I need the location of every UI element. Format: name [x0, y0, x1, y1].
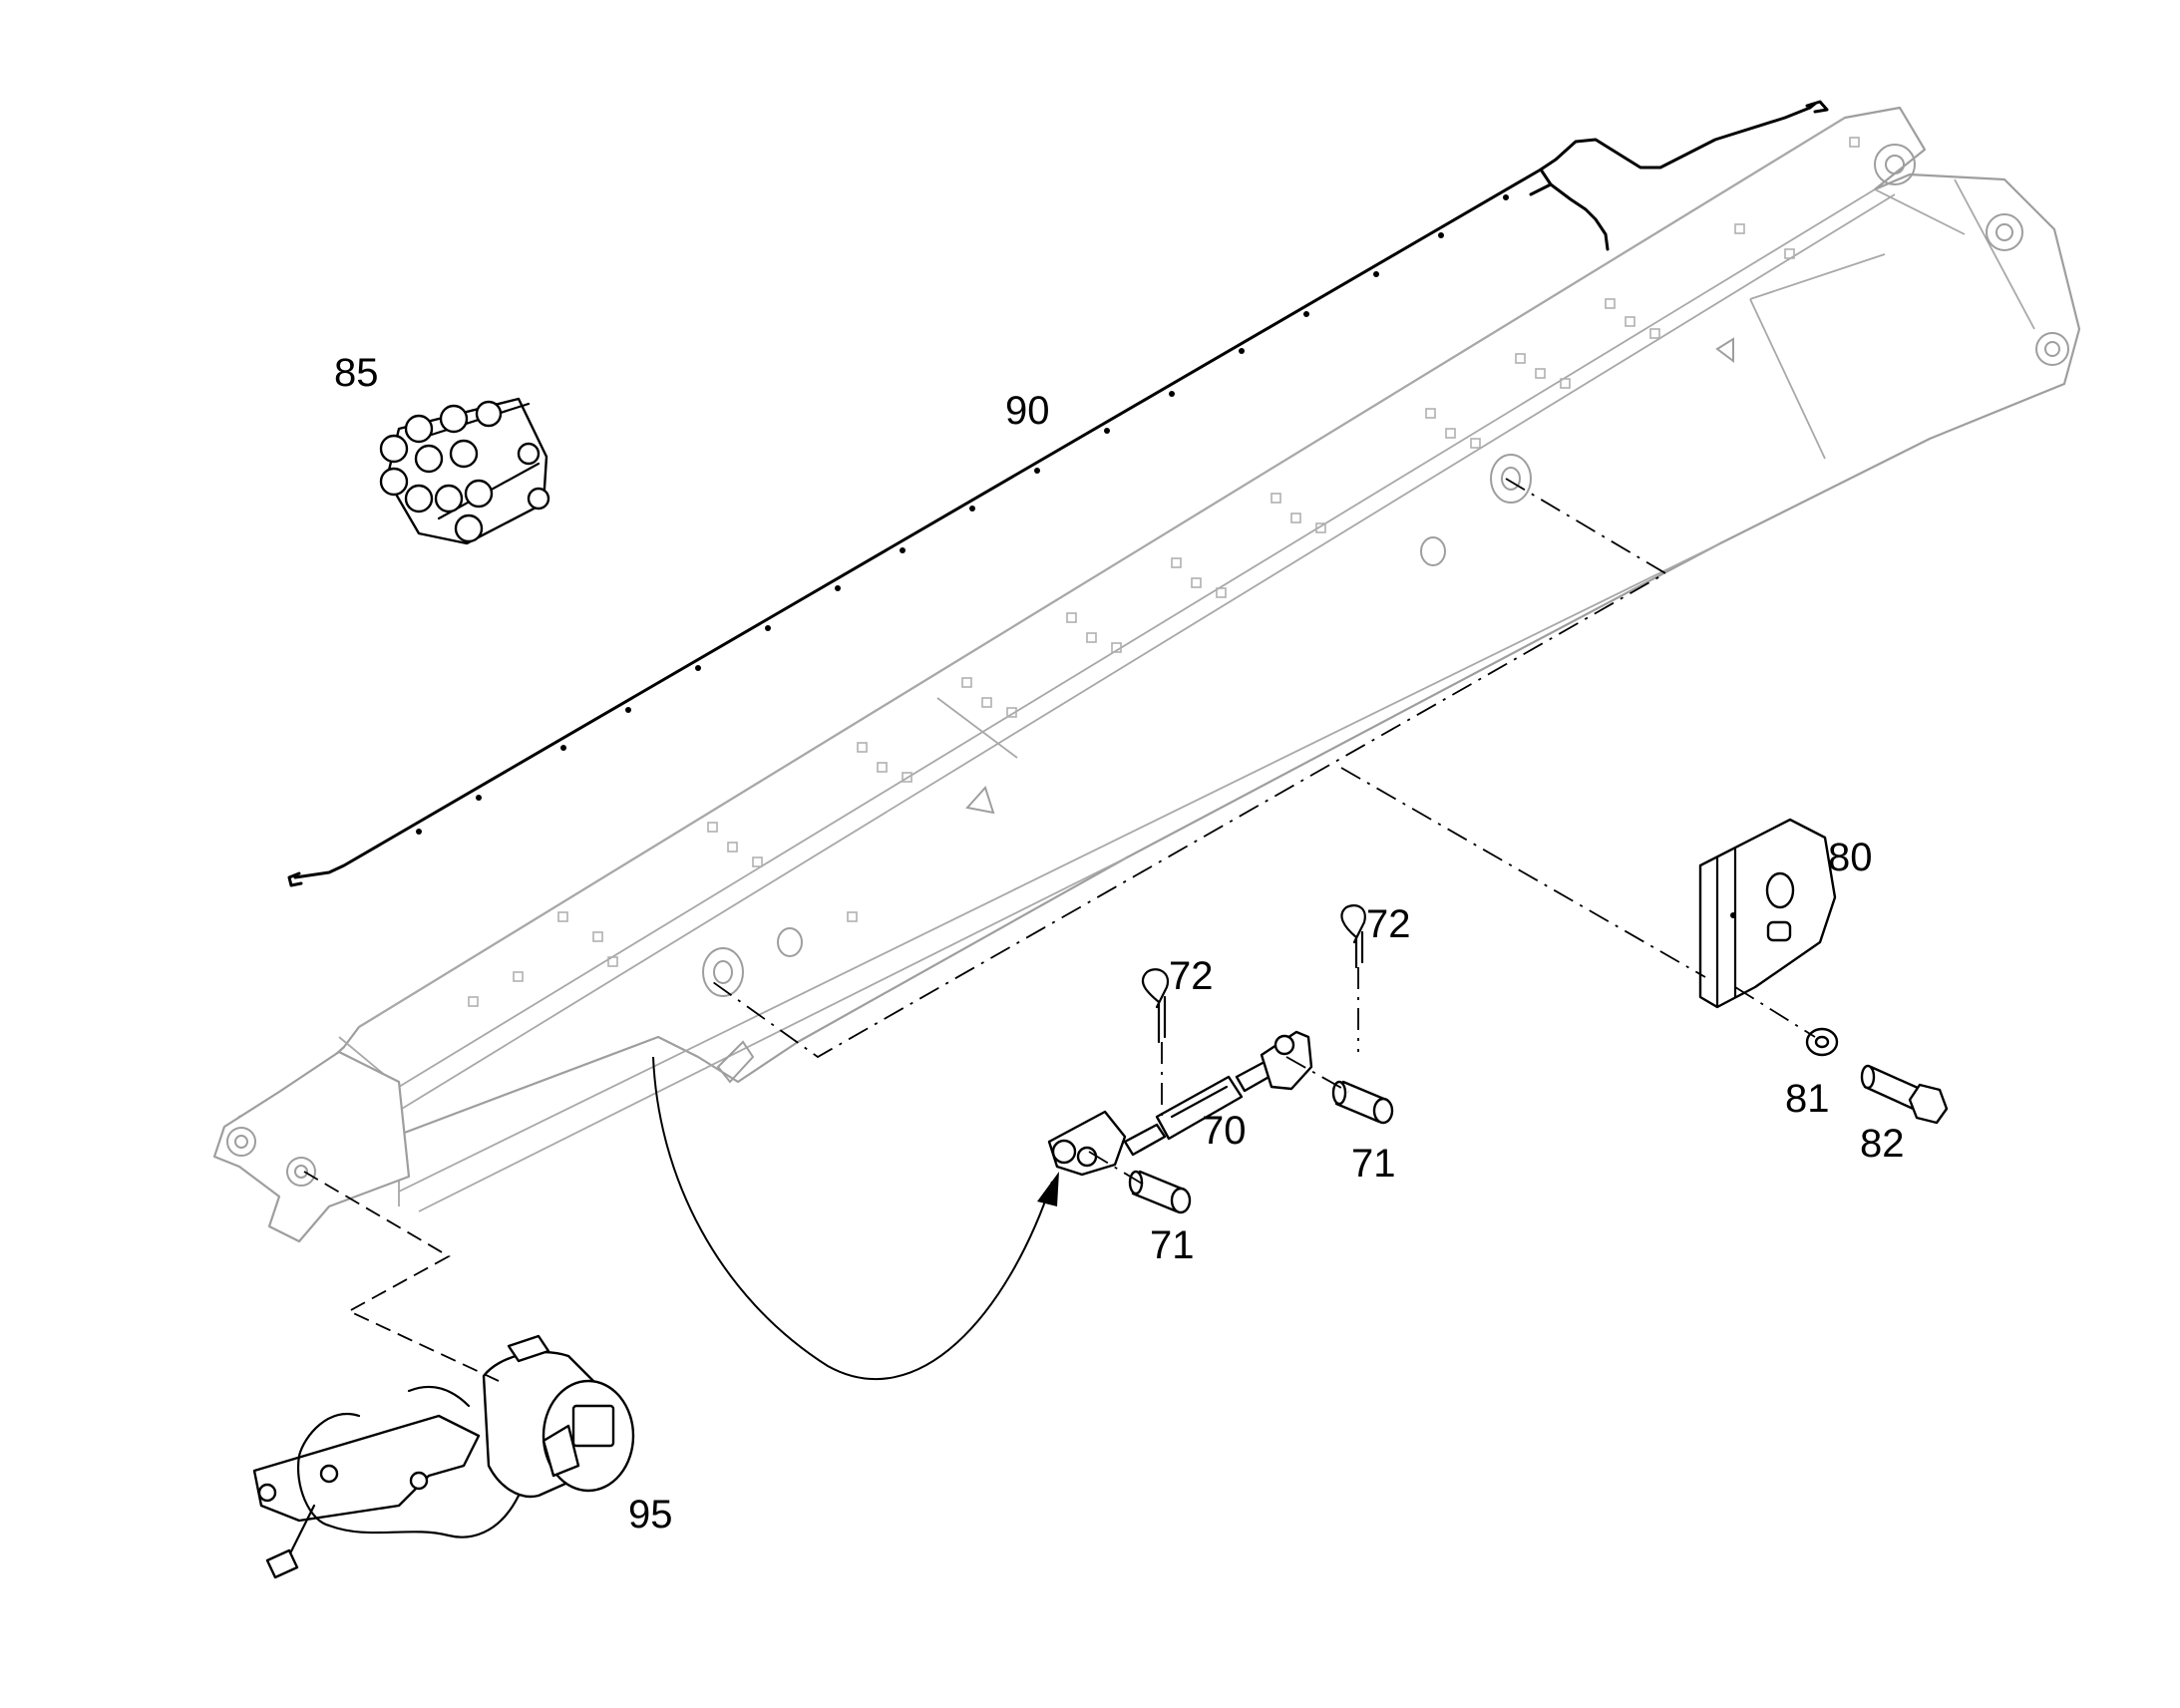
- part-80-mounting-plate: [1698, 818, 1837, 1009]
- assembly-leader-lines: [303, 478, 1816, 1382]
- callout-95: 95: [628, 1493, 673, 1537]
- callout-90: 90: [1005, 389, 1050, 433]
- boom-arm: [212, 106, 2081, 1243]
- part-95-angle-sensor: [252, 1334, 635, 1579]
- part-85-connector-block: [379, 397, 550, 545]
- callout-70: 70: [1202, 1109, 1247, 1153]
- part-72-clip-right: [1340, 904, 1366, 969]
- part-90-wiring-harness: [287, 100, 1829, 887]
- callout-80: 80: [1828, 836, 1873, 879]
- callout-71-upper: 71: [1351, 1142, 1396, 1186]
- boom-clip-marks: [468, 137, 1860, 1007]
- part-81-washer: [1805, 1027, 1839, 1057]
- part-71-pin-upper: [1331, 1080, 1394, 1125]
- callout-72-left: 72: [1169, 954, 1214, 998]
- part-82-bolt: [1860, 1064, 1949, 1125]
- callout-71-lower: 71: [1150, 1223, 1195, 1267]
- part-72-clip-left: [1141, 968, 1170, 1044]
- callout-81: 81: [1785, 1077, 1830, 1121]
- callout-85: 85: [334, 351, 379, 395]
- part-70-turnbuckle: [1047, 1030, 1313, 1177]
- callout-82: 82: [1860, 1122, 1905, 1166]
- callout-72-right: 72: [1366, 902, 1411, 946]
- relocation-arrow: [652, 1056, 1059, 1380]
- part-71-pin-lower: [1128, 1170, 1192, 1214]
